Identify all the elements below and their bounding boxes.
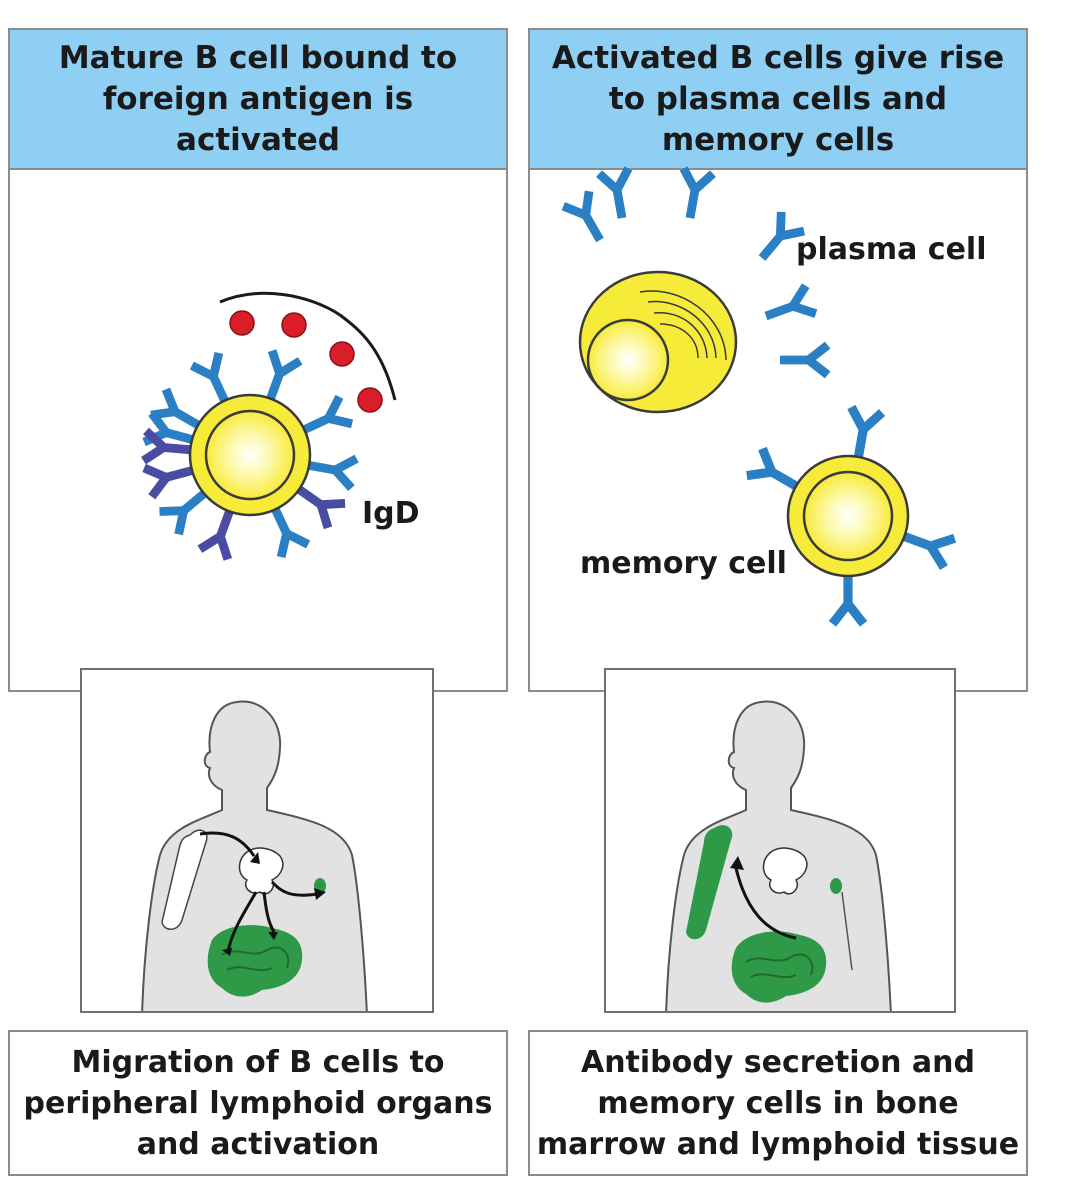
antibody-icon: [159, 488, 209, 536]
caption-right: Antibody secretion and memory cells in b…: [528, 1030, 1028, 1176]
antigen-dot: [281, 312, 307, 338]
antibody-icon: [780, 341, 831, 379]
antibody-icon: [270, 505, 311, 559]
body-diagram-right: [604, 668, 956, 1013]
antibody-icon: [679, 166, 716, 219]
return-arrow: [734, 867, 797, 940]
memory-cell-nucleus: [802, 470, 894, 562]
body-silhouette-right: [665, 700, 892, 1011]
thymus-outline: [762, 847, 808, 895]
igd-label: IgD: [362, 496, 420, 531]
lymph-node-icon: [830, 878, 842, 894]
arm-bone-outline: [161, 829, 208, 930]
antibody-icon: [197, 507, 235, 561]
bone-marrow-icon: [686, 825, 733, 940]
antibody-icon: [294, 484, 346, 530]
antibody-icon: [828, 574, 868, 627]
antibody-icon: [189, 351, 230, 405]
antibody-icon: [265, 349, 303, 403]
antigen-dot: [329, 341, 355, 367]
antibody-icon: [596, 166, 633, 219]
plasma-cell-nucleus: [586, 318, 670, 402]
b-cell-nucleus: [204, 409, 296, 501]
antibody-icon: [758, 211, 805, 261]
intestines-icon: [731, 931, 827, 1003]
lymph-vessel: [841, 891, 853, 971]
plasma-memory-diagram: [561, 166, 957, 627]
body-diagram-left: [80, 668, 434, 1013]
antibody-icon: [900, 531, 957, 570]
memory-antibody-group: [746, 404, 957, 627]
antibody-icon: [847, 404, 886, 460]
antibody-group: [141, 349, 359, 561]
panel-header-right: Activated B cells give rise to plasma ce…: [530, 30, 1026, 170]
memory-cell-label: memory cell: [580, 546, 787, 581]
antibody-icon: [300, 394, 354, 435]
antibody-icon: [764, 283, 818, 321]
antibody-icon: [561, 190, 604, 243]
panel-plasma-memory: Activated B cells give rise to plasma ce…: [528, 28, 1028, 692]
free-antibody-group: [561, 166, 831, 379]
panel-b-cell-activation: Mature B cell bound to foreign antigen i…: [8, 28, 508, 692]
antibody-icon: [746, 446, 801, 491]
antibody-icon: [142, 463, 196, 500]
plasma-cell-er: [639, 290, 727, 361]
arrowhead: [730, 856, 744, 870]
caption-left: Migration of B cells to peripheral lymph…: [8, 1030, 508, 1176]
antigen-strand: [219, 291, 397, 401]
antibody-icon: [306, 454, 359, 491]
body-silhouette-left: [141, 700, 368, 1011]
antibody-icon: [141, 427, 193, 465]
panel-header-left: Mature B cell bound to foreign antigen i…: [10, 30, 506, 170]
mature-b-cell-diagram: [141, 291, 397, 561]
antigen-dot: [357, 387, 383, 413]
plasma-cell-label: plasma cell: [796, 232, 987, 267]
antigen-dot: [229, 310, 255, 336]
